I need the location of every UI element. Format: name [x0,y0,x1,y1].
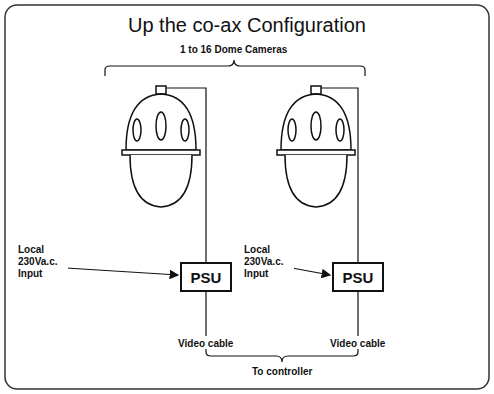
wire [166,88,206,336]
input-label: Local 230Va.c. Input [18,244,68,280]
title: Up the co-ax Configuration [128,14,366,37]
input-arrow [292,268,330,275]
node-label: PSU [343,269,374,286]
psu-box: PSU [180,262,232,292]
callout-text: To controller [250,366,314,377]
cable-label: Video cable [328,338,387,349]
dome-camera [277,86,355,207]
input-label: Local 230Va.c. Input [244,244,294,280]
frame [5,5,489,389]
psu-box: PSU [332,262,384,292]
input-arrow [66,268,178,275]
node-label: PSU [191,269,222,286]
bracket [105,60,365,76]
cable-label: Video cable [176,338,235,349]
dome-camera [122,86,200,207]
wire [321,88,358,336]
callout-text: 1 to 16 Dome Cameras [178,44,289,55]
